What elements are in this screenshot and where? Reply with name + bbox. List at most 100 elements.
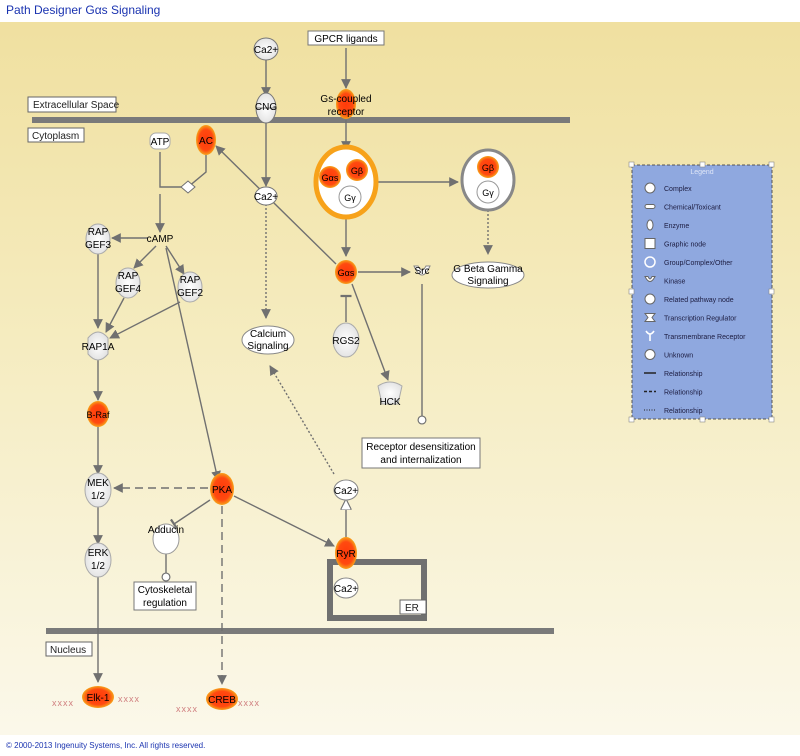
- gbg-gy-label: Gγ: [482, 188, 494, 198]
- adducin-label: Adducin: [148, 525, 184, 536]
- legend-item: Related pathway node: [644, 293, 734, 305]
- node-rapgef3[interactable]: RAP GEF3: [85, 223, 112, 255]
- nucleus-label-box: Nucleus: [45, 641, 93, 657]
- er-compartment: [327, 559, 427, 621]
- pathway-diagram: Extracellular Space Cytoplasm Nucleus ER…: [27, 30, 775, 714]
- receptor-desens-label-1: Receptor desensitization: [366, 442, 476, 453]
- gs-receptor-label-1: Gs-coupled: [320, 94, 371, 105]
- node-cytoskeletal-regulation[interactable]: Cytoskeletal regulation: [133, 581, 197, 611]
- hck-label: HCK: [379, 397, 400, 408]
- edges: [93, 48, 493, 685]
- node-gpcr-ligands[interactable]: GPCR ligands: [307, 30, 385, 46]
- legend-item: Relationship: [644, 408, 703, 415]
- legend-item-label: Relationship: [664, 408, 703, 415]
- edge-pka-ryr: [233, 495, 335, 547]
- edge-ca-calcium-signaling-2: [269, 365, 335, 475]
- nucleus-label: Nucleus: [50, 645, 86, 656]
- complex-gb-icon: [346, 159, 368, 181]
- legend-item-label: Enzyme: [664, 223, 689, 230]
- node-gbg-complex[interactable]: Gβ Gγ: [460, 148, 516, 212]
- cng-label: CNG: [255, 102, 277, 113]
- node-gbg-signaling[interactable]: G Beta Gamma Signaling: [451, 261, 525, 289]
- edge-gas-hck: [351, 283, 390, 381]
- rapgef4-label-2: GEF4: [115, 284, 142, 295]
- legend-item: Transcription Regulator: [644, 313, 737, 323]
- node-ryr[interactable]: RyR: [335, 537, 357, 569]
- transcription-regulator-icon: [644, 313, 656, 322]
- node-atp[interactable]: ATP: [149, 132, 171, 150]
- extracellular-label: Extracellular Space: [33, 100, 120, 111]
- elk1-dna-left: xxxx: [52, 698, 74, 708]
- legend-panel[interactable]: Legend ComplexChemical/ToxicantEnzymeGra…: [628, 161, 775, 423]
- node-elk1[interactable]: xxxx xxxx Elk-1: [52, 686, 140, 708]
- rapgef2-label-2: GEF2: [177, 288, 204, 299]
- legend-item: Relationship: [644, 371, 703, 378]
- node-erk[interactable]: ERK 1/2: [84, 542, 112, 578]
- node-rapgef4[interactable]: RAP GEF4: [115, 267, 142, 299]
- enzyme-icon: [646, 219, 654, 231]
- nuclear-membrane: [46, 628, 554, 634]
- legend-item-label: Kinase: [664, 279, 686, 286]
- node-ca-er[interactable]: Ca2+: [333, 577, 359, 599]
- node-ca-mid[interactable]: Ca2+: [254, 186, 278, 206]
- gbg-signaling-label-2: Signaling: [467, 276, 508, 287]
- legend-item: Group/Complex/Other: [644, 256, 733, 268]
- pka-label: PKA: [212, 485, 232, 496]
- braf-label: B-Raf: [86, 410, 110, 420]
- edge-camp-pka: [165, 247, 221, 481]
- complex-gy-icon: [338, 185, 362, 209]
- node-ca-low[interactable]: Ca2+: [333, 479, 359, 501]
- legend-item: Kinase: [644, 276, 686, 286]
- complex-icon: [644, 182, 656, 194]
- rapgef3-label-1: RAP: [88, 227, 109, 238]
- complex-gas-icon: [319, 166, 341, 188]
- legend-item-label: Graphic node: [664, 242, 706, 249]
- legend-item: Graphic node: [644, 238, 706, 249]
- node-rap1a[interactable]: RAP1A: [82, 331, 115, 361]
- node-adducin[interactable]: Adducin: [148, 523, 184, 555]
- legend-title: Legend: [690, 169, 713, 176]
- legend-item-label: Transcription Regulator: [664, 316, 737, 323]
- elk1-label: Elk-1: [87, 693, 110, 704]
- rapgef4-label-1: RAP: [118, 271, 139, 282]
- gbg-gb-label: Gβ: [482, 163, 494, 173]
- node-braf[interactable]: B-Raf: [86, 401, 110, 427]
- node-calcium-signaling[interactable]: Calcium Signaling: [241, 325, 295, 355]
- node-creb[interactable]: xxxx xxxx CREB: [176, 688, 260, 714]
- graphic-node-icon: [644, 238, 656, 249]
- rgs2-label: RGS2: [332, 336, 360, 347]
- legend-item: Chemical/Toxicant: [644, 204, 721, 212]
- node-hck[interactable]: HCK: [377, 381, 403, 408]
- camp-label: cAMP: [147, 234, 174, 245]
- node-mek[interactable]: MEK 1/2: [84, 472, 112, 508]
- node-cng[interactable]: CNG: [255, 92, 277, 124]
- atp-label: ATP: [151, 137, 170, 148]
- node-rgs2[interactable]: RGS2: [332, 322, 360, 358]
- page-title: Path Designer Gαs Signaling: [6, 3, 161, 17]
- ac-label: AC: [199, 136, 213, 147]
- src-label: Src: [415, 266, 430, 277]
- node-ca-top[interactable]: Ca2+: [253, 37, 279, 61]
- node-src[interactable]: Src: [413, 265, 431, 277]
- gs-receptor-label-2: receptor: [328, 107, 365, 118]
- calcium-signaling-label-2: Signaling: [247, 341, 288, 352]
- node-pka[interactable]: PKA: [210, 473, 234, 505]
- elk1-dna-right: xxxx: [118, 694, 140, 704]
- node-ac[interactable]: AC: [196, 125, 216, 155]
- edge-pka-adducin: [169, 499, 211, 530]
- gpcr-ligands-label: GPCR ligands: [314, 34, 377, 45]
- legend-item: Enzyme: [646, 219, 689, 231]
- legend-item-label: Related pathway node: [664, 297, 734, 304]
- node-rapgef2[interactable]: RAP GEF2: [177, 271, 204, 303]
- related-pathway-icon: [644, 293, 656, 305]
- node-receptor-desensitization[interactable]: Receptor desensitization and internaliza…: [361, 437, 481, 469]
- legend-item-label: Group/Complex/Other: [664, 260, 733, 267]
- node-camp[interactable]: cAMP: [147, 234, 174, 245]
- erk-label-2: 1/2: [91, 561, 105, 572]
- node-gs-coupled-receptor[interactable]: Gs-coupled receptor: [320, 89, 372, 119]
- edge-atp-ac: [159, 150, 207, 188]
- node-gas[interactable]: Gαs: [335, 260, 357, 284]
- node-gs-complex[interactable]: Gαs Gβ Gγ: [313, 144, 379, 220]
- plasma-membrane: [32, 117, 570, 123]
- edge-rapgef2-rap1a: [109, 301, 181, 339]
